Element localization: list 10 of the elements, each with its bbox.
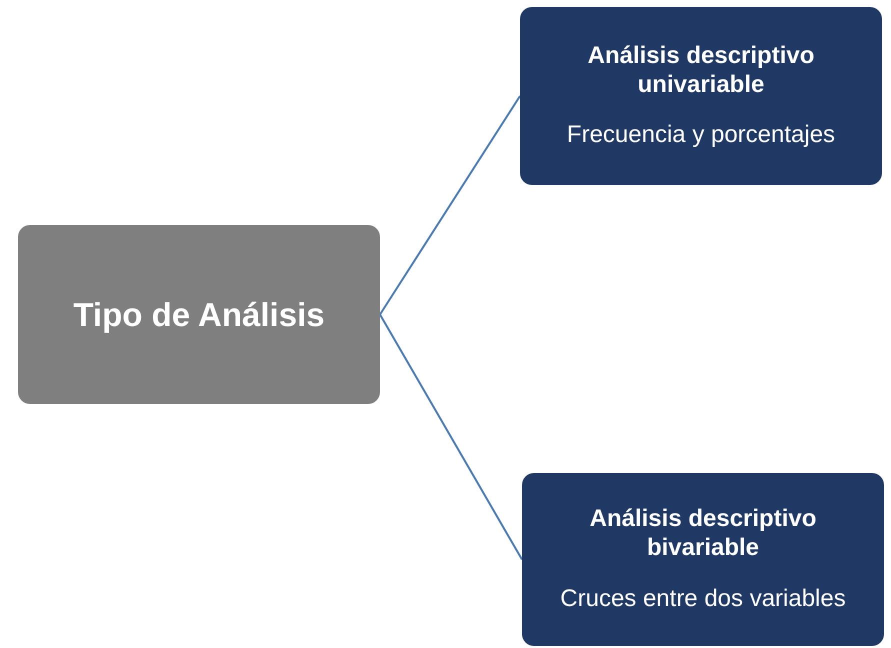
box-title: Análisis descriptivo univariable [586,42,816,100]
box-text: Frecuencia y porcentajes [566,121,836,150]
box-text: Cruces entre dos variables [560,584,846,614]
process-box [18,225,380,404]
connector-line [379,314,523,560]
box-title: Tipo de Análisis [73,294,325,334]
process-box [520,7,882,185]
box-title: Análisis descriptivo bivariable [588,505,818,563]
process-box [522,473,884,646]
connector-line [379,95,521,316]
